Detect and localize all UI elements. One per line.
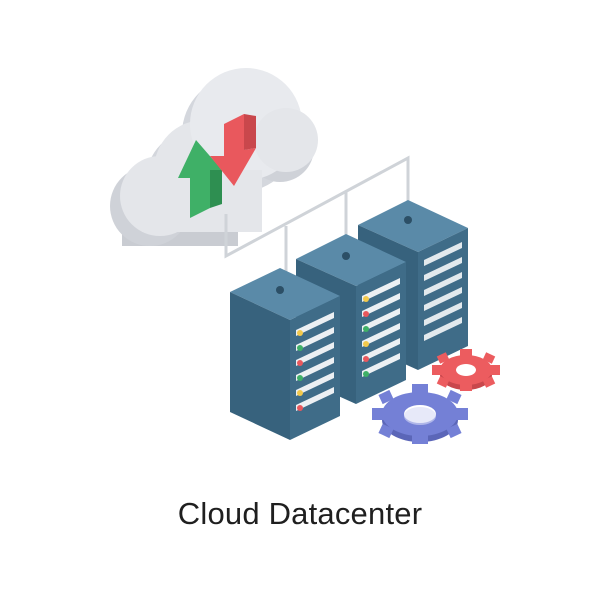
arrow-up-icon bbox=[178, 140, 222, 218]
server-rack-icon bbox=[230, 200, 468, 440]
caption-title: Cloud Datacenter bbox=[177, 496, 423, 531]
gear-red bbox=[432, 349, 500, 391]
gear-blue bbox=[372, 384, 468, 444]
arrow-down-icon bbox=[210, 114, 256, 186]
server-rack-front bbox=[230, 268, 340, 440]
gear-icon bbox=[372, 349, 500, 444]
